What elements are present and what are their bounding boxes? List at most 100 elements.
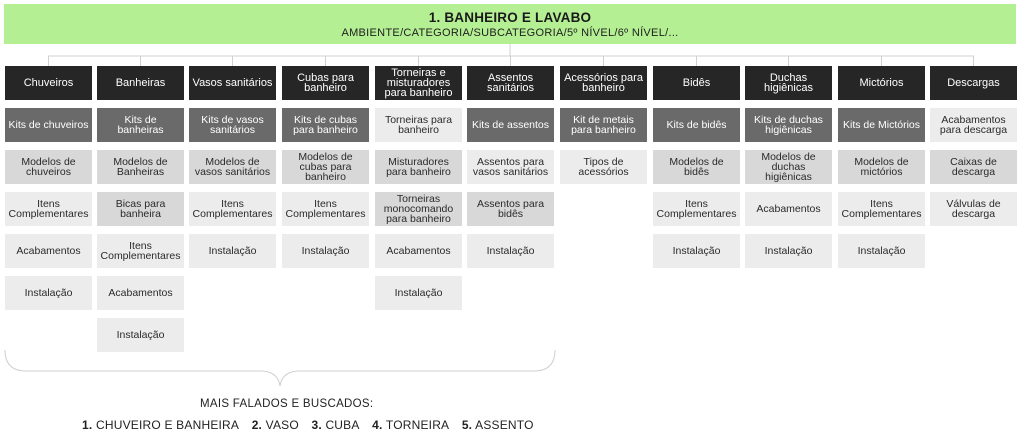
subcategory-label: Kits de chuveiros — [8, 119, 89, 131]
subcategory-label: Instalação — [24, 287, 73, 299]
subcategory-box: Acabamentos — [97, 276, 184, 310]
subcategory-box: Itens Complementares — [97, 234, 184, 268]
subcategory-box: Válvulas de descarga — [930, 192, 1017, 226]
footer-item-3: 3. CUBA — [311, 418, 360, 432]
subcategory-box: Instalação — [189, 234, 276, 268]
subcategory-label: Instalação — [857, 245, 906, 257]
diagram-title: 1. BANHEIRO E LAVABO — [428, 10, 592, 25]
subcategory-label: Acabamentos — [16, 245, 81, 257]
subcategory-box: Tipos de acessórios — [560, 150, 647, 184]
subcategory-label: Bicas para banheira — [115, 198, 166, 220]
subcategory-box: Misturadores para banheiro — [375, 150, 462, 184]
subcategory-label: Kits de assentos — [471, 119, 550, 131]
subcategory-box: Kits de bidês — [653, 108, 740, 142]
subcategory-box: Kits de cubas para banheiro — [282, 108, 369, 142]
diagram-subtitle: AMBIENTE/CATEGORIA/SUBCATEGORIA/5º NÍVEL… — [341, 27, 679, 39]
category-header: Bidês — [653, 66, 740, 100]
subcategory-box: Itens Complementares — [838, 192, 925, 226]
subcategory-box: Bicas para banheira — [97, 192, 184, 226]
category-header: Banheiras — [97, 66, 184, 100]
subcategory-box: Modelos de mictórios — [838, 150, 925, 184]
category-label: Vasos sanitários — [192, 77, 273, 89]
subcategory-box: Acabamentos para descarga — [930, 108, 1017, 142]
subcategory-label: Acabamentos — [756, 203, 821, 215]
subcategory-label: Instalação — [116, 329, 165, 341]
subcategory-label: Instalação — [764, 245, 813, 257]
subcategory-box: Instalação — [467, 234, 554, 268]
diagram-header: 1. BANHEIRO E LAVABO AMBIENTE/CATEGORIA/… — [4, 4, 1016, 44]
subcategory-label: Acabamentos — [386, 245, 451, 257]
subcategory-label: Itens Complementares — [8, 198, 89, 220]
category-header: Chuveiros — [5, 66, 92, 100]
footer-item-1: 1. CHUVEIRO E BANHEIRA — [82, 418, 240, 432]
subcategory-box: Instalação — [375, 276, 462, 310]
subcategory-box: Instalação — [97, 318, 184, 352]
subcategory-box: Instalação — [745, 234, 832, 268]
subcategory-box: Acabamentos — [5, 234, 92, 268]
category-label: Acessórios para banheiro — [564, 72, 643, 94]
footer-item-4: 4. TORNEIRA — [372, 418, 450, 432]
subcategory-label: Instalação — [301, 245, 350, 257]
category-label: Banheiras — [115, 77, 166, 89]
subcategory-label: Modelos de vasos sanitários — [194, 156, 271, 178]
subcategory-box: Instalação — [282, 234, 369, 268]
subcategory-box: Modelos de duchas higiênicas — [745, 150, 832, 184]
subcategory-label: Kits de banheiras — [117, 114, 164, 136]
subcategory-label: Itens Complementares — [656, 198, 737, 220]
subcategory-box: Itens Complementares — [5, 192, 92, 226]
subcategory-label: Instalação — [208, 245, 257, 257]
subcategory-label: Modelos de bidês — [669, 156, 724, 178]
subcategory-box: Kits de assentos — [467, 108, 554, 142]
subcategory-box: Torneiras monocomando para banheiro — [375, 192, 462, 226]
subcategory-label: Modelos de mictórios — [854, 156, 909, 178]
subcategory-label: Modelos de chuveiros — [21, 156, 76, 178]
subcategory-label: Kits de duchas higiênicas — [754, 114, 823, 136]
subcategory-box: Kit de metais para banheiro — [560, 108, 647, 142]
subcategory-label: Kits de cubas para banheiro — [293, 114, 358, 136]
subcategory-box: Acabamentos — [745, 192, 832, 226]
subcategory-box: Modelos de bidês — [653, 150, 740, 184]
subcategory-box: Modelos de Banheiras — [97, 150, 184, 184]
subcategory-label: Kit de metais para banheiro — [571, 114, 636, 136]
subcategory-label: Tipos de acessórios — [578, 156, 629, 178]
category-header: Assentos sanitários — [467, 66, 554, 100]
subcategory-label: Instalação — [486, 245, 535, 257]
category-label: Bidês — [682, 77, 711, 89]
subcategory-label: Válvulas de descarga — [946, 198, 1001, 220]
subcategory-label: Itens Complementares — [100, 240, 181, 262]
category-label: Mictórios — [859, 77, 904, 89]
category-label: Duchas higiênicas — [764, 72, 813, 94]
subcategory-label: Assentos para vasos sanitários — [472, 156, 549, 178]
subcategory-label: Misturadores para banheiro — [386, 156, 451, 178]
subcategory-label: Modelos de Banheiras — [113, 156, 168, 178]
subcategory-label: Itens Complementares — [192, 198, 273, 220]
subcategory-box: Itens Complementares — [189, 192, 276, 226]
category-header: Descargas — [930, 66, 1017, 100]
category-header: Torneiras e misturadores para banheiro — [375, 66, 462, 100]
subcategory-box: Caixas de descarga — [930, 150, 1017, 184]
subcategory-box: Kits de chuveiros — [5, 108, 92, 142]
category-header: Duchas higiênicas — [745, 66, 832, 100]
footer-item-5: 5. ASSENTO — [461, 418, 534, 432]
subcategory-box: Modelos de vasos sanitários — [189, 150, 276, 184]
subcategory-label: Modelos de cubas para banheiro — [298, 151, 353, 183]
subcategory-box: Instalação — [653, 234, 740, 268]
category-header: Mictórios — [838, 66, 925, 100]
subcategory-label: Torneiras monocomando para banheiro — [383, 193, 454, 225]
category-label: Assentos sanitários — [486, 72, 535, 94]
category-header: Vasos sanitários — [189, 66, 276, 100]
subcategory-box: Assentos para bidês — [467, 192, 554, 226]
subcategory-box: Kits de Mictórios — [838, 108, 925, 142]
subcategory-label: Itens Complementares — [285, 198, 366, 220]
group-brace — [4, 349, 556, 387]
